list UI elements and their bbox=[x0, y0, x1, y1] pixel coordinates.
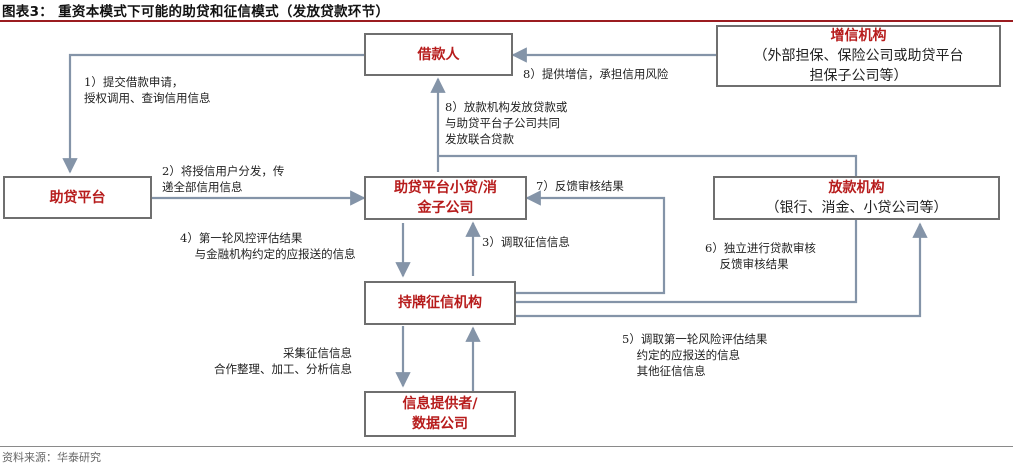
credit-enhancer-name: 增信机构 bbox=[830, 28, 887, 44]
bureau-node: 持牌征信机构 bbox=[364, 281, 516, 325]
provider-node: 信息提供者/ 数据公司 bbox=[364, 391, 516, 437]
arrow-bureau-to-lender bbox=[516, 222, 928, 318]
label-step-8a: 8）提供增信，承担信用风险 bbox=[523, 67, 669, 81]
label-step-1: 1）提交借款申请， 授权调用、查询信用信息 bbox=[84, 75, 211, 105]
arrow-borrower-to-platform bbox=[62, 53, 364, 174]
platform-subsidiary-node: 助贷平台小贷/消 金子公司 bbox=[364, 176, 527, 220]
credit-enhancer-detail-2: 担保子公司等） bbox=[809, 68, 908, 84]
label-step-7: 7）反馈审核结果 bbox=[536, 179, 624, 193]
label-step-6: 6）独立进行贷款审核 反馈审核结果 bbox=[705, 241, 816, 271]
lender-detail: （银行、消金、小贷公司等） bbox=[765, 200, 948, 216]
label-step-5: 5）调取第一轮风险评估结果 约定的应报送的信息 其他征信信息 bbox=[622, 332, 768, 378]
arrow-bureau-to-subsidiary-feedback bbox=[516, 190, 666, 295]
label-step-2: 2）将授信用户分发，传 递全部信用信息 bbox=[162, 164, 285, 194]
provider-line-2: 数据公司 bbox=[412, 416, 468, 432]
label-step-3: 3）调取征信信息 bbox=[482, 235, 570, 249]
source-note: 资料来源：华泰研究 bbox=[2, 451, 101, 464]
borrower-node: 借款人 bbox=[364, 33, 513, 76]
title-divider bbox=[0, 20, 1013, 22]
figure-title: 图表3： 重资本模式下可能的助贷和征信模式（发放贷款环节） bbox=[2, 4, 390, 20]
credit-enhancer-node: 增信机构 （外部担保、保险公司或助贷平台 担保子公司等） bbox=[716, 25, 1001, 87]
label-step-8b: 8）放款机构发放贷款或 与助贷平台子公司共同 发放联合贷款 bbox=[445, 100, 568, 146]
label-collect-info: 采集征信信息 合作整理、加工、分析信息 bbox=[214, 346, 352, 376]
lender-name: 放款机构 bbox=[828, 180, 885, 196]
label-step-4: 4）第一轮风控评估结果 与金融机构约定的应报送的信息 bbox=[180, 231, 356, 261]
lender-node: 放款机构 （银行、消金、小贷公司等） bbox=[713, 176, 1000, 220]
provider-line-1: 信息提供者/ bbox=[402, 396, 478, 412]
bureau-label: 持牌征信机构 bbox=[398, 295, 482, 311]
source-divider bbox=[0, 446, 1013, 447]
platform-subsidiary-line-1: 助贷平台小贷/消 bbox=[393, 180, 498, 196]
line-lender-to-borrower-path bbox=[438, 154, 858, 176]
platform-label: 助贷平台 bbox=[49, 189, 106, 206]
line-lender-to-bureau bbox=[516, 220, 858, 304]
credit-enhancer-detail-1: （外部担保、保险公司或助贷平台 bbox=[753, 48, 964, 64]
borrower-label: 借款人 bbox=[417, 46, 460, 63]
platform-subsidiary-line-2: 金子公司 bbox=[417, 200, 474, 216]
platform-node: 助贷平台 bbox=[3, 176, 152, 219]
